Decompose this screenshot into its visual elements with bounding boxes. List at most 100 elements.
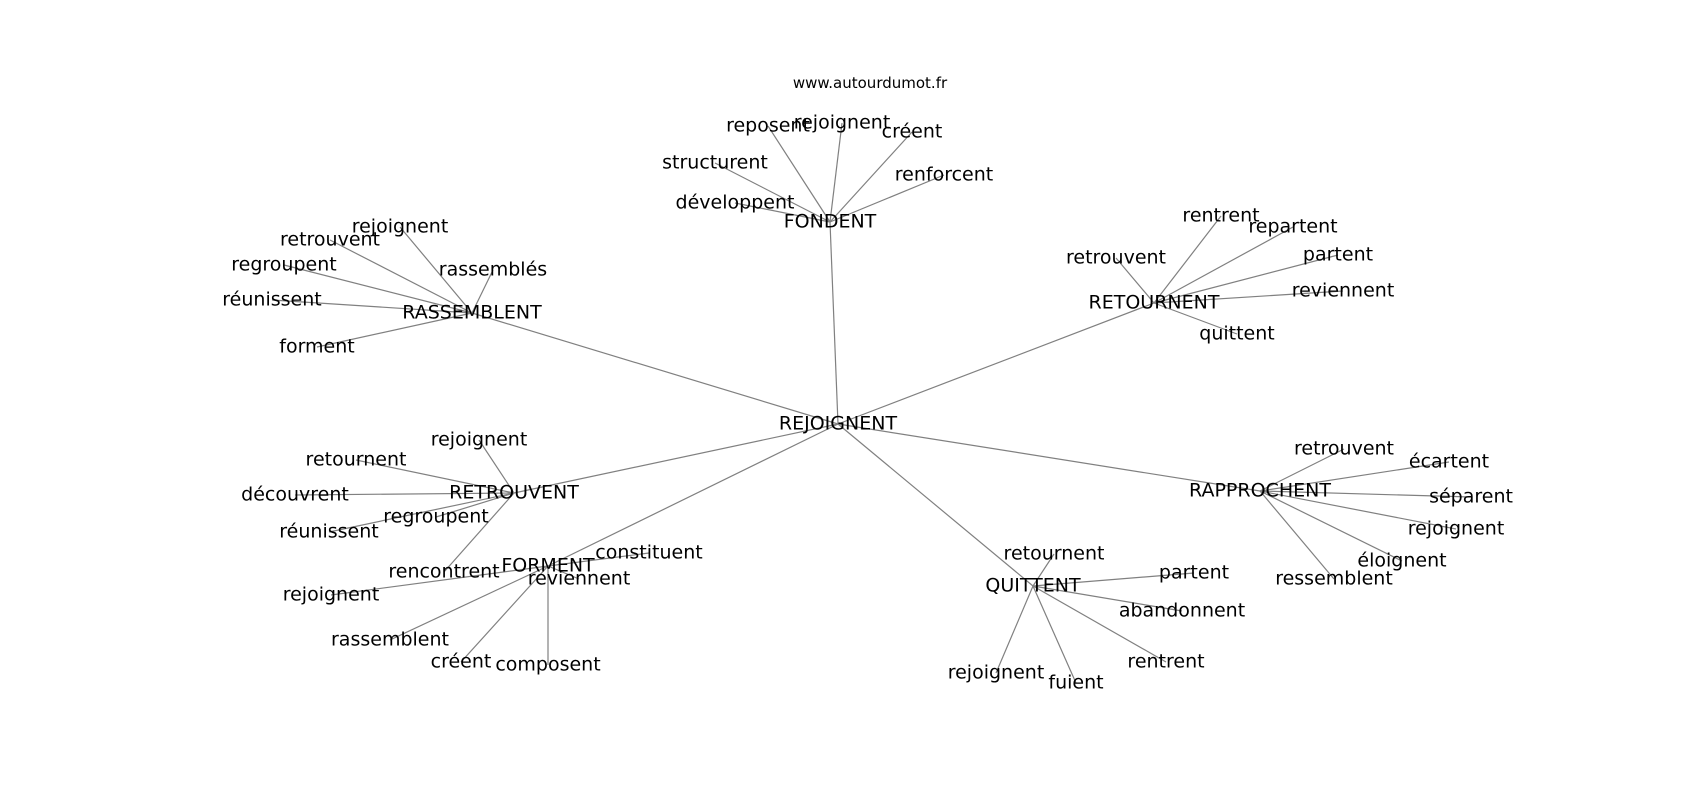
node-leaf-quittent-1[interactable]: partent: [1159, 562, 1229, 584]
node-leaf-retrouvent-1[interactable]: retournent: [306, 449, 407, 471]
node-leaf-quittent-0[interactable]: retournent: [1004, 543, 1105, 565]
node-leaf-retournent-2[interactable]: retrouvent: [1066, 247, 1166, 269]
node-leaf-rassemblent-0[interactable]: rejoignent: [352, 216, 449, 238]
edge-retournent-leaf-5: [1153, 302, 1238, 335]
edge-center-quittent: [837, 423, 1034, 587]
node-leaf-forment-1[interactable]: reviennent: [528, 568, 631, 590]
node-leaf-forment-0[interactable]: constituent: [595, 542, 702, 564]
edge-forment-leaf-4: [460, 565, 549, 663]
edge-rassemblent-leaf-0: [399, 226, 473, 314]
node-leaf-retrouvent-3[interactable]: regroupent: [383, 506, 488, 528]
node-leaf-rassemblent-5[interactable]: forment: [279, 336, 354, 358]
edge-center-fondent: [829, 221, 839, 425]
edge-quittent-leaf-0: [1032, 553, 1055, 587]
node-hub-rapprochent[interactable]: RAPPROCHENT: [1189, 480, 1331, 502]
edge-retrouvent-leaf-1: [355, 459, 515, 494]
node-leaf-fondent-2[interactable]: créent: [882, 121, 943, 143]
node-leaf-forment-2[interactable]: rejoignent: [283, 584, 380, 606]
edge-forment-leaf-0: [547, 552, 650, 567]
node-leaf-rassemblent-2[interactable]: regroupent: [231, 254, 336, 276]
node-leaf-quittent-4[interactable]: rejoignent: [948, 662, 1045, 684]
edge-retrouvent-leaf-3: [435, 492, 515, 518]
node-leaf-retrouvent-5[interactable]: rencontrent: [388, 561, 499, 583]
node-hub-retournent[interactable]: RETOURNENT: [1089, 292, 1220, 314]
edge-retrouvent-leaf-4: [328, 492, 515, 533]
edge-fondent-leaf-4: [829, 174, 945, 223]
edge-rapprochent-leaf-3: [1259, 490, 1457, 530]
node-hub-fondent[interactable]: FONDENT: [784, 211, 877, 233]
edge-rassemblent-leaf-4: [271, 299, 473, 314]
edge-retournent-leaf-4: [1153, 290, 1344, 304]
edge-fondent-leaf-3: [714, 162, 831, 223]
edge-center-forment: [547, 423, 839, 567]
node-leaf-retrouvent-4[interactable]: réunissent: [279, 521, 378, 543]
node-leaf-forment-4[interactable]: créent: [431, 651, 492, 673]
node-leaf-fondent-4[interactable]: renforcent: [895, 164, 993, 186]
edge-rapprochent-leaf-4: [1259, 490, 1403, 562]
edge-forment-leaf-2: [330, 565, 549, 596]
node-leaf-retournent-5[interactable]: quittent: [1199, 323, 1274, 345]
node-leaf-fondent-5[interactable]: développent: [676, 192, 795, 214]
node-leaf-rapprochent-5[interactable]: ressemblent: [1275, 568, 1393, 590]
edge-center-rapprochent: [837, 423, 1261, 492]
edge-fondent-leaf-2: [829, 131, 913, 223]
node-leaf-retournent-3[interactable]: partent: [1303, 244, 1373, 266]
node-hub-quittent[interactable]: QUITTENT: [985, 575, 1081, 597]
node-leaf-retournent-4[interactable]: reviennent: [1292, 280, 1395, 302]
edge-retrouvent-leaf-2: [294, 492, 515, 496]
node-hub-retrouvent[interactable]: RETROUVENT: [449, 482, 579, 504]
node-leaf-fondent-0[interactable]: reposent: [726, 115, 810, 137]
node-leaf-quittent-3[interactable]: rentrent: [1127, 651, 1204, 673]
edge-quittent-leaf-2: [1032, 585, 1183, 612]
node-leaf-quittent-5[interactable]: fuient: [1048, 672, 1103, 694]
node-leaf-rassemblent-4[interactable]: réunissent: [222, 289, 321, 311]
edge-quittent-leaf-4: [995, 585, 1034, 674]
node-leaf-rapprochent-0[interactable]: retrouvent: [1294, 438, 1394, 460]
edge-center-retrouvent: [513, 423, 839, 494]
node-leaf-forment-5[interactable]: composent: [495, 654, 600, 676]
node-leaf-rapprochent-4[interactable]: éloignent: [1357, 550, 1446, 572]
edge-retrouvent-leaf-5: [443, 492, 515, 573]
edge-rassemblent-leaf-2: [283, 264, 473, 314]
edge-retournent-leaf-3: [1153, 254, 1339, 304]
node-leaf-fondent-1[interactable]: rejoignent: [794, 112, 891, 134]
edge-forment-leaf-3: [389, 565, 549, 641]
node-leaf-retournent-1[interactable]: repartent: [1248, 216, 1337, 238]
node-leaf-rapprochent-2[interactable]: séparent: [1429, 486, 1513, 508]
edge-retrouvent-leaf-0: [478, 439, 515, 494]
node-leaf-forment-3[interactable]: rassemblent: [331, 629, 449, 651]
edge-fondent-leaf-5: [734, 202, 831, 223]
node-leaf-retrouvent-0[interactable]: rejoignent: [431, 429, 528, 451]
edge-quittent-leaf-5: [1032, 585, 1077, 684]
node-hub-rassemblent[interactable]: RASSEMBLENT: [402, 302, 542, 324]
node-leaf-rapprochent-3[interactable]: rejoignent: [1408, 518, 1505, 540]
edge-retournent-leaf-0: [1153, 215, 1222, 304]
edge-rapprochent-leaf-0: [1259, 448, 1345, 492]
source-caption: www.autourdumot.fr: [793, 74, 948, 92]
node-leaf-rapprochent-1[interactable]: écartent: [1409, 451, 1489, 473]
edge-rassemblent-leaf-1: [329, 239, 473, 314]
edge-rapprochent-leaf-5: [1259, 490, 1335, 580]
labels-layer: REJOIGNENTFONDENTreposentrejoignentcréen…: [222, 112, 1513, 694]
edge-fondent-leaf-0: [767, 125, 831, 223]
node-leaf-rassemblent-1[interactable]: retrouvent: [280, 229, 380, 251]
node-leaf-rassemblent-3[interactable]: rassemblés: [439, 259, 547, 281]
edge-rassemblent-leaf-3: [471, 269, 494, 314]
edge-fondent-leaf-1: [829, 122, 843, 223]
node-leaf-retrouvent-2[interactable]: découvrent: [241, 484, 349, 506]
edge-rapprochent-leaf-1: [1259, 461, 1450, 492]
edge-rapprochent-leaf-2: [1259, 490, 1472, 498]
edge-rassemblent-leaf-5: [316, 312, 473, 348]
node-leaf-fondent-3[interactable]: structurent: [662, 152, 768, 174]
node-hub-forment[interactable]: FORMENT: [501, 555, 595, 577]
edge-quittent-leaf-1: [1032, 572, 1195, 587]
node-leaf-quittent-2[interactable]: abandonnent: [1119, 600, 1245, 622]
edges-layer: [271, 122, 1472, 684]
node-center-rejoignent[interactable]: REJOIGNENT: [779, 413, 898, 435]
edge-center-retournent: [837, 302, 1155, 425]
edge-retournent-leaf-1: [1153, 226, 1294, 304]
edge-center-rassemblent: [471, 312, 839, 425]
edge-retournent-leaf-2: [1115, 257, 1155, 304]
node-leaf-retournent-0[interactable]: rentrent: [1182, 205, 1259, 227]
